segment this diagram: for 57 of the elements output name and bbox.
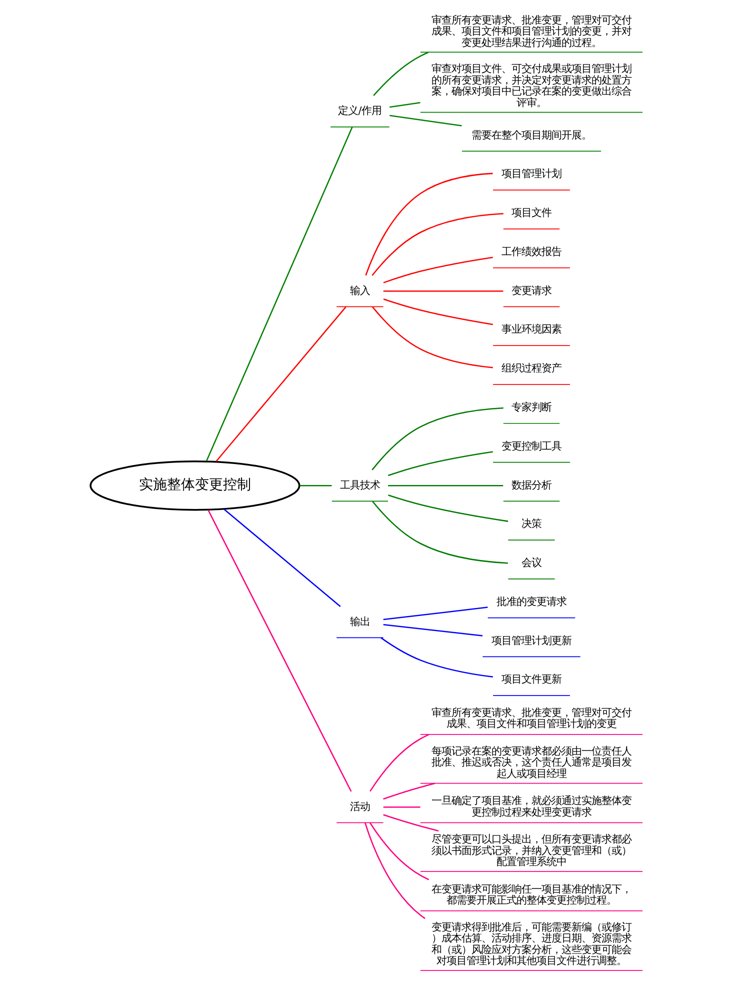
node-text: 变更请求 — [510, 284, 551, 297]
connector — [387, 451, 492, 476]
connector — [382, 256, 492, 284]
node-text: 输入 — [349, 284, 370, 297]
node-text: 活动 — [349, 800, 370, 813]
node-text: 一旦确定了项目基准，就必须通过实施整体变更控制过程来处理变更请求 — [430, 795, 631, 818]
node-text: 定义/作用 — [338, 105, 382, 118]
connector — [388, 484, 503, 486]
connector — [382, 782, 435, 800]
node-text: 会议 — [520, 557, 541, 570]
connector — [382, 814, 438, 832]
connector — [205, 126, 352, 462]
node-text: 变更控制工具 — [500, 440, 561, 452]
node-text: 组织过程资产 — [500, 362, 561, 375]
connector — [299, 484, 332, 486]
node-text: 输出 — [349, 616, 370, 628]
node-text: 审查所有变更请求、批准变更，管理对可交付成果、项目文件和项目管理计划的变更，并对变更处理结果进行沟通的过程。 — [430, 14, 631, 49]
connector — [389, 114, 462, 126]
node-text: 事业环境因素 — [500, 324, 561, 336]
connector — [364, 822, 425, 919]
connector — [382, 624, 482, 636]
connector — [382, 606, 488, 620]
connector — [364, 172, 492, 276]
node-text: 批准的变更请求 — [496, 596, 566, 608]
connector — [371, 212, 503, 276]
node-text: 在变更请求可能影响任一项目基准的情况下，都需要开展正式的整体变更控制过程。 — [430, 883, 631, 907]
node-text: 项目管理计划 — [500, 168, 561, 180]
connector — [380, 637, 492, 678]
node-text: 工作绩效报告 — [500, 246, 561, 258]
node-text: 尽管变更可以口头提出，但所有变更请求都必须以书面形式记录，并纳入变更管理和（或）配置管理系统中 — [430, 834, 631, 868]
node-text: 审查对项目文件、可交付成果或项目管理计划的所有变更请求，并决定对变更请求的处置方案，确保对项目中已记录在案的变更做出综合评审。 — [430, 63, 631, 109]
connector — [369, 822, 429, 880]
node-ellipse: 实施整体变更控制 — [89, 460, 300, 511]
connector — [371, 500, 508, 564]
node-text: 需要在整个项目期间开展。 — [470, 129, 591, 142]
connector — [371, 407, 503, 470]
node-text: 数据分析 — [510, 479, 551, 492]
node-text: 项目文件更新 — [500, 674, 561, 686]
connector — [382, 290, 503, 292]
node-text: 专家判断 — [510, 402, 551, 414]
node-text: 每项记录在案的变更请求都必须由一位责任人批准、推迟或否决，这个责任人通常是项目发起人或项目经理 — [430, 745, 631, 780]
connector — [215, 306, 346, 462]
node-text: 项目管理计划更新 — [490, 634, 571, 647]
connector — [369, 734, 429, 792]
connector — [389, 102, 420, 108]
node-text: 变更请求得到批准后，可能需要新编（或修订）成本估算、活动排序、进度日期、资源需求和（或）风险应对方案分析，这些变更可能会对项目管理计划和其他项目文件进行调整。 — [430, 921, 631, 968]
node-text: 工具技术 — [339, 479, 380, 492]
connector — [388, 494, 508, 522]
node-text: 项目文件 — [510, 207, 551, 220]
connector — [372, 52, 428, 96]
connector — [382, 806, 420, 808]
connector — [371, 306, 492, 368]
node-text: 决策 — [520, 518, 541, 530]
connector — [207, 510, 352, 792]
connector — [223, 508, 340, 607]
connector — [382, 298, 492, 326]
node-text: 审查所有变更请求、批准变更，管理对可交付成果、项目文件和项目管理计划的变更 — [430, 707, 631, 730]
